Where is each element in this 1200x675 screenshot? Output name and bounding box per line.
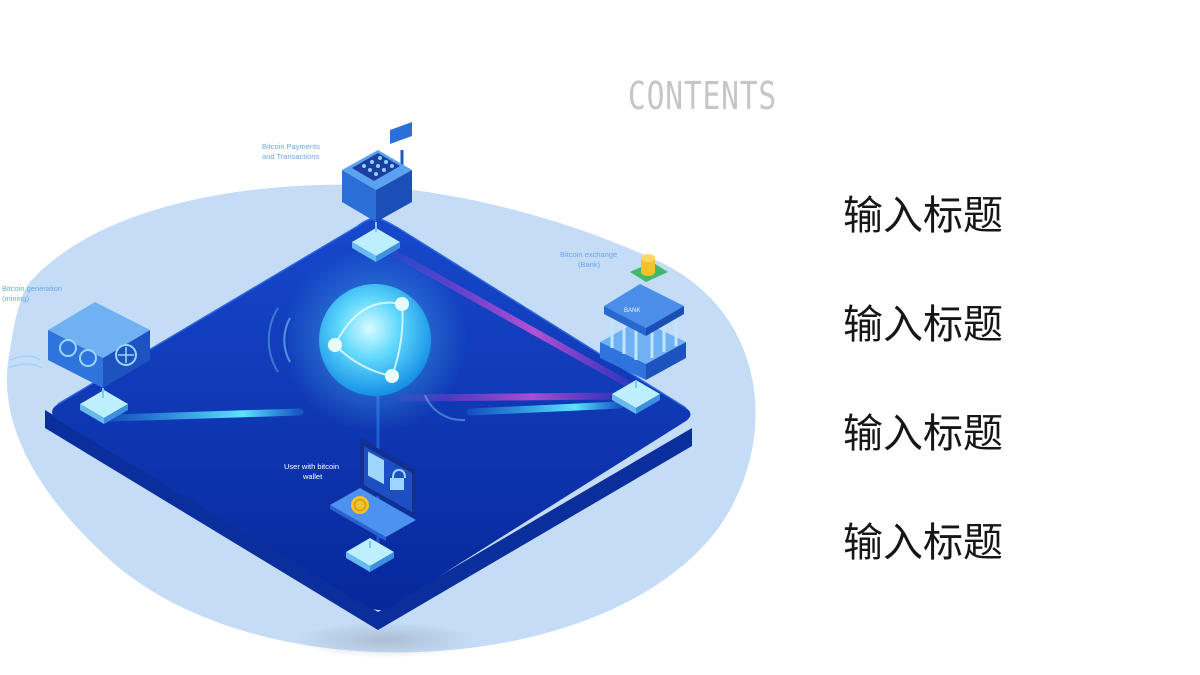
toc-item-1[interactable]: 输入标题: [843, 193, 1003, 239]
platform-side: [45, 410, 692, 630]
label-payments: Bitcoin Payments and Transactions: [262, 142, 322, 161]
label-exchange: Bitcoin exchange (Bank): [560, 250, 619, 269]
table-of-contents: 输入标题 输入标题 输入标题 输入标题: [843, 188, 1173, 624]
toc-item-2[interactable]: 输入标题: [843, 302, 1003, 348]
toc-item-4[interactable]: 输入标题: [843, 520, 1003, 566]
contents-heading: CONTENTS: [628, 74, 778, 118]
toc-item-3[interactable]: 输入标题: [843, 411, 1003, 457]
blockchain-illustration: Bitcoin Payments and Transactions Bitcoi…: [2, 122, 756, 658]
cash-register-icon: [342, 122, 412, 232]
ground-shadow: [295, 622, 475, 658]
bank-icon: BANK: [600, 254, 686, 388]
svg-text:BANK: BANK: [624, 308, 640, 314]
node-bottom: [346, 538, 394, 572]
globe-icon: [267, 248, 467, 432]
node-right: [612, 380, 660, 414]
label-wallet: User with bitcoin wallet: [284, 462, 341, 481]
laptop-wallet-icon: [330, 438, 416, 548]
mining-rig-icon: [7, 302, 150, 398]
node-left: [80, 390, 128, 424]
label-generation: Bitcoin generation (mining): [2, 284, 64, 303]
